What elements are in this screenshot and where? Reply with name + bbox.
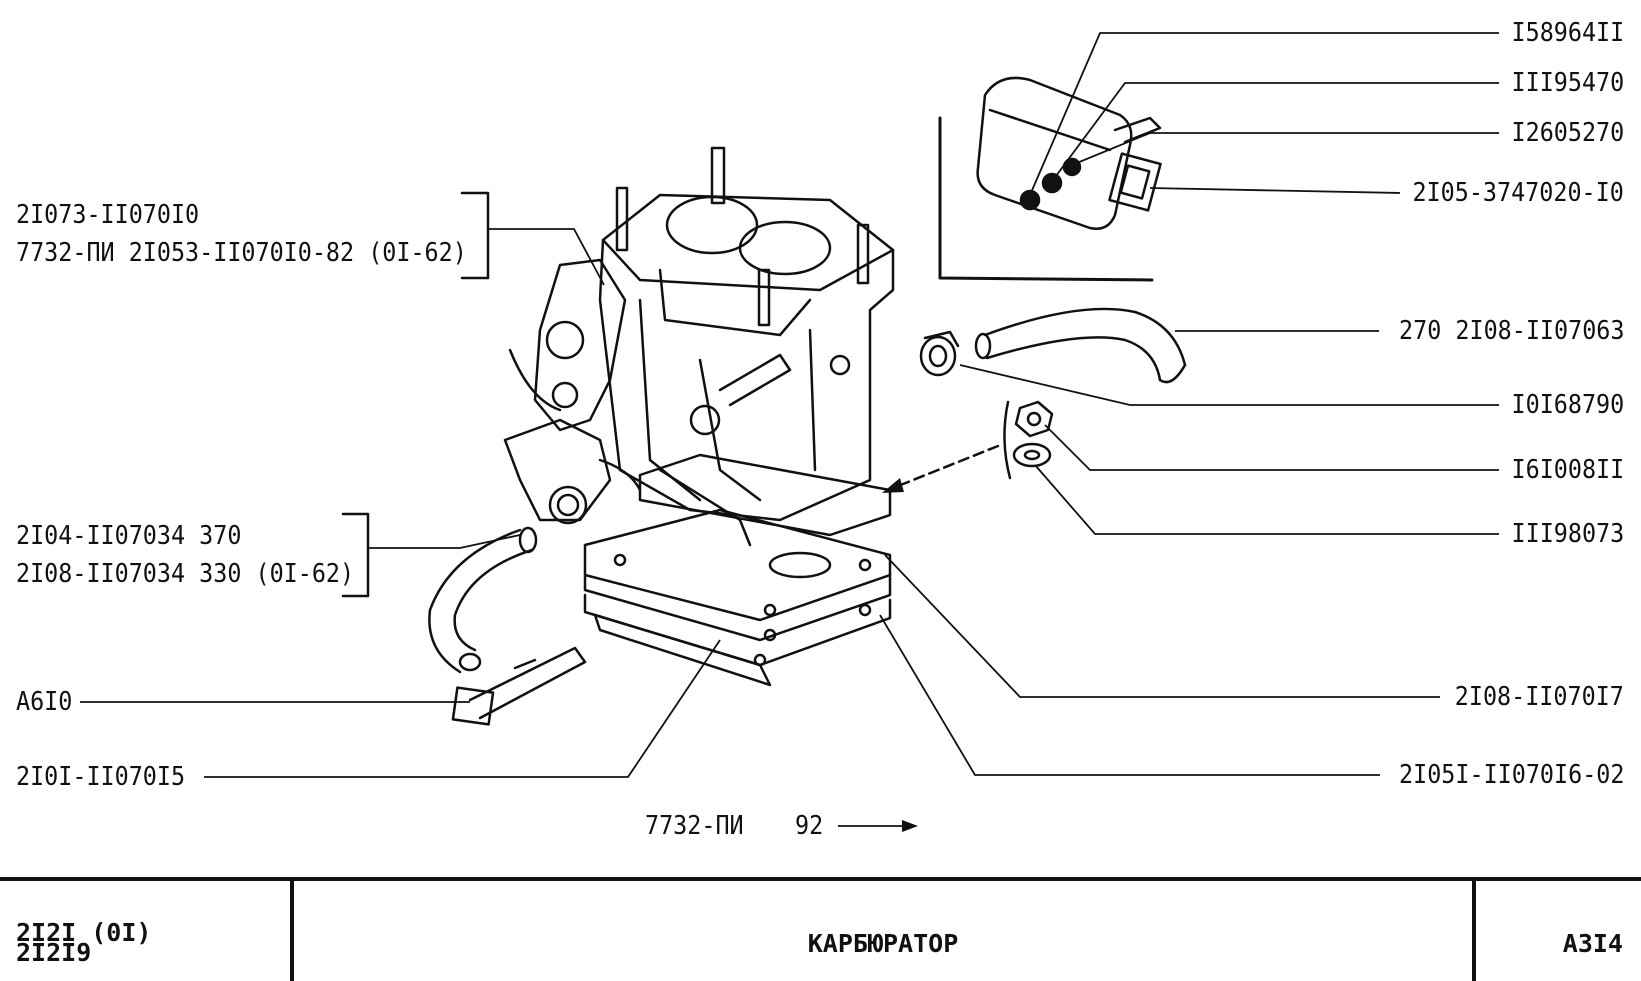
drawing-title: КАРБЮРАТОР (807, 929, 959, 958)
bottom-page-label: 92 (795, 811, 824, 841)
hose-right-part (974, 307, 1187, 384)
callout-right-3: I2605270 (1511, 118, 1624, 148)
title-block: 2I2I (0I) 2I2I9 КАРБЮРАТОР A3I4 (0, 877, 1641, 981)
callout-right-10: 2I05I-II070I6-02 (1398, 760, 1624, 790)
hose-left-part (428, 526, 538, 674)
callout-right-7: I6I008II (1511, 455, 1624, 485)
bottom-ref-label: 7732-ПИ (645, 811, 744, 841)
callout-right-4: 2I05-3747020-I0 (1412, 178, 1624, 208)
title-block-models-cell: 2I2I (0I) 2I2I9 (0, 881, 292, 981)
gaskets-part (583, 508, 892, 687)
callout-left-4: 2I08-II07034 330 (0I-62) (16, 559, 355, 589)
callout-left-6: 2I0I-II070I5 (16, 762, 186, 792)
title-block-title-cell: КАРБЮРАТОР (290, 881, 1476, 981)
carburetor-body-part (503, 146, 895, 547)
drawing-code: A3I4 (1562, 929, 1623, 958)
callout-right-5: 270 2I08-II07063 (1398, 316, 1624, 346)
solenoid-valve-part (938, 76, 1162, 282)
callout-left-5: A6I0 (16, 687, 73, 717)
leader-lines (80, 32, 1499, 832)
callout-left-2: 7732-ПИ 2I053-II070I0-82 (0I-62) (16, 238, 467, 268)
callout-left-3: 2I04-II07034 370 (16, 521, 242, 551)
tube-flange-part (451, 646, 587, 726)
callout-right-1: I58964II (1511, 18, 1624, 48)
callout-right-8: III98073 (1511, 519, 1624, 549)
nut-washer-part (1003, 400, 1054, 480)
callout-right-6: I0I68790 (1511, 390, 1624, 420)
callout-right-9: 2I08-II070I7 (1454, 682, 1624, 712)
callout-left-1: 2I073-II070I0 (16, 200, 200, 230)
model-line-2: 2I2I9 (16, 938, 92, 967)
hose-clamp-part (919, 330, 960, 377)
callout-bracket-1 (460, 191, 490, 280)
model-line-1: 2I2I (0I) (16, 918, 152, 947)
title-block-code-cell: A3I4 (1476, 881, 1641, 981)
callout-bracket-2 (341, 512, 370, 598)
callout-right-2: III95470 (1511, 68, 1624, 98)
